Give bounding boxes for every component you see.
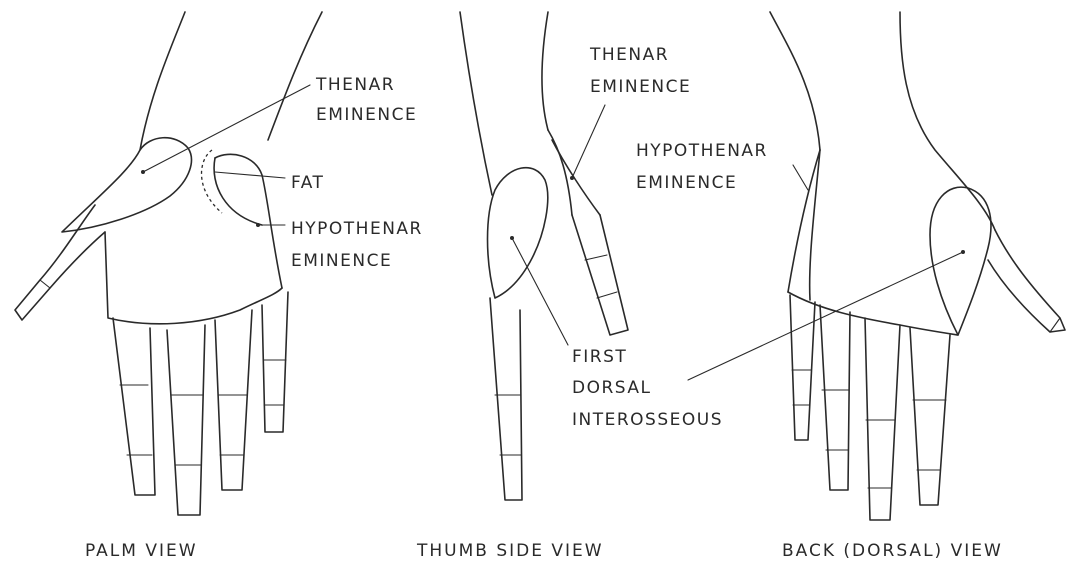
palm-fat-leader xyxy=(215,172,285,178)
thumb-digit xyxy=(572,215,628,335)
back-forearm-left-edge xyxy=(770,12,820,150)
back-finger-index xyxy=(910,328,950,505)
palm-view-caption: PALM VIEW xyxy=(85,541,198,561)
palm-fat-outline xyxy=(202,150,222,213)
palm-label-fat: FAT xyxy=(291,173,324,193)
palm-thenar-leader xyxy=(143,85,310,172)
palm-thumb xyxy=(15,205,105,320)
back-finger-middle xyxy=(865,318,900,520)
thumb-thenar-leader xyxy=(572,105,605,178)
thumb-label-fdi-line1: FIRST xyxy=(572,347,627,367)
back-hypothenar-leader xyxy=(793,165,808,190)
back-finger-ring xyxy=(820,305,850,490)
thumb-label-fdi-line2: DORSAL xyxy=(572,378,652,398)
palm-label-hypothenar-line2: EMINENCE xyxy=(291,251,392,271)
back-view-figure: HYPOTHENAR EMINENCE BACK (DORSAL) VIEW xyxy=(636,12,1065,561)
thumb-side-view-figure: THENAR EMINENCE FIRST DORSAL INTEROSSEOU… xyxy=(416,12,723,561)
palm-view-figure: THENAR EMINENCE FAT HYPOTHENAR EMINENCE … xyxy=(15,12,423,561)
palm-label-thenar-line1: THENAR xyxy=(315,75,395,95)
palm-label-thenar-line2: EMINENCE xyxy=(316,105,417,125)
back-forearm-right-edge xyxy=(900,12,995,230)
back-hypothenar-eminence xyxy=(788,150,820,292)
palm-finger-index xyxy=(113,318,155,495)
back-thumb xyxy=(988,230,1065,332)
back-label-hypothenar-line1: HYPOTHENAR xyxy=(636,141,768,161)
thumb-forearm-right-edge xyxy=(542,12,548,130)
palm-finger-little xyxy=(262,292,288,432)
palm-label-hypothenar-line1: HYPOTHENAR xyxy=(291,219,423,239)
palm-body xyxy=(105,232,282,324)
thumb-label-thenar-line2: EMINENCE xyxy=(590,77,691,97)
back-finger-little xyxy=(790,295,815,440)
back-first-dorsal-interosseous xyxy=(930,187,991,335)
back-fdi-leader xyxy=(688,252,963,380)
thumb-index-finger xyxy=(490,298,522,500)
palm-finger-middle xyxy=(167,325,205,515)
palm-thenar-eminence xyxy=(62,138,191,232)
back-label-hypothenar-line2: EMINENCE xyxy=(636,173,737,193)
thumb-first-dorsal-interosseous xyxy=(488,168,548,298)
thumb-forearm-left-edge xyxy=(460,12,492,195)
thumb-side-view-caption: THUMB SIDE VIEW xyxy=(416,541,604,561)
thumb-thenar-eminence xyxy=(548,130,572,215)
back-view-caption: BACK (DORSAL) VIEW xyxy=(782,541,1003,561)
palm-forearm-right-edge xyxy=(268,12,322,140)
thumb-label-fdi-line3: INTEROSSEOUS xyxy=(572,410,723,430)
palm-finger-ring xyxy=(215,310,252,490)
palm-forearm-left-edge xyxy=(140,12,185,150)
thumb-label-thenar-line1: THENAR xyxy=(589,45,669,65)
